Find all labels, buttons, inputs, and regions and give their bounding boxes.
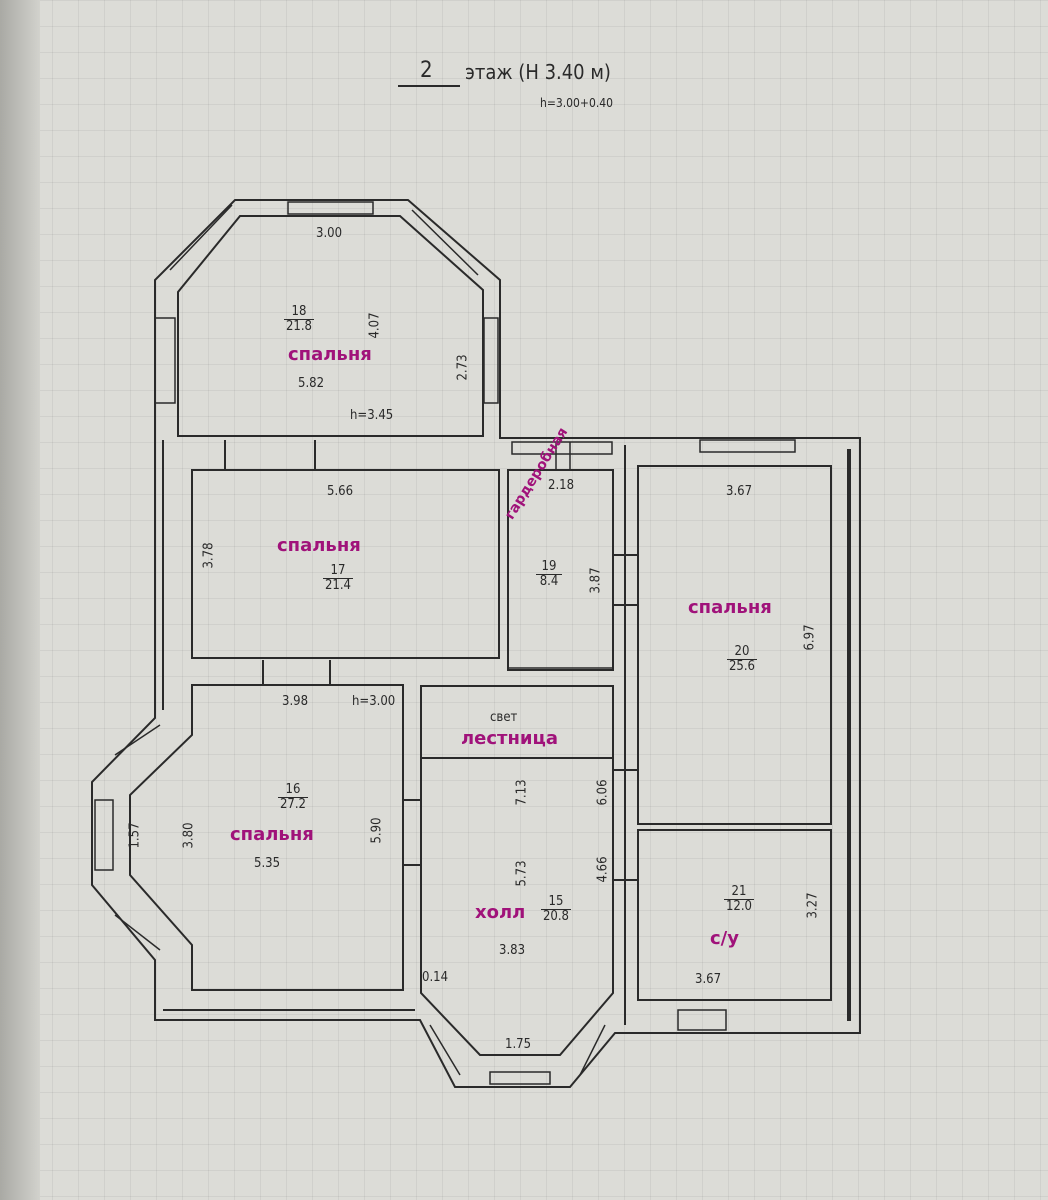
window bbox=[579, 1024, 606, 1076]
room-16-outline bbox=[129, 684, 404, 991]
dim: 6.06 bbox=[595, 779, 611, 806]
dim: 3.67 bbox=[726, 484, 753, 499]
window bbox=[511, 441, 613, 455]
stair-note: свет bbox=[490, 710, 518, 725]
dim: 4.07 bbox=[367, 312, 383, 339]
dim: 6.97 bbox=[802, 624, 818, 651]
height-note: h=3.00+0.40 bbox=[540, 96, 613, 110]
room-20-outline bbox=[637, 465, 832, 825]
dim: 5.82 bbox=[298, 376, 325, 391]
window bbox=[429, 1024, 461, 1076]
window bbox=[483, 317, 499, 404]
room-16-height: h=3.00 bbox=[352, 694, 396, 709]
dim: 5.90 bbox=[369, 817, 385, 844]
window bbox=[489, 1071, 551, 1085]
dim: 5.66 bbox=[327, 484, 354, 499]
dim: 3.78 bbox=[201, 542, 217, 569]
room-21-label: с/у bbox=[710, 928, 739, 949]
dim: 3.83 bbox=[499, 943, 526, 958]
dim: 2.73 bbox=[455, 354, 471, 381]
room-21-outline bbox=[637, 829, 832, 1001]
dim: 4.66 bbox=[595, 856, 611, 883]
room-20-label: спальня bbox=[688, 597, 772, 618]
dim: 3.67 bbox=[695, 972, 722, 987]
wall-line bbox=[847, 449, 851, 1021]
floor-title: этаж (Н 3.40 м) bbox=[465, 60, 611, 84]
room-15-outline bbox=[420, 757, 614, 1056]
window bbox=[699, 439, 796, 453]
room-19-outline bbox=[507, 469, 614, 671]
window bbox=[114, 724, 161, 756]
dim: 3.80 bbox=[181, 822, 197, 849]
room-17-label: спальня bbox=[277, 535, 361, 556]
dim: 1.75 bbox=[505, 1037, 532, 1052]
dim: 7.13 bbox=[514, 779, 530, 806]
dim: 5.35 bbox=[254, 856, 281, 871]
floor-number: 2 bbox=[420, 58, 433, 83]
page-edge-shadow bbox=[0, 0, 40, 1200]
dim: 3.98 bbox=[282, 694, 309, 709]
room-18-height: h=3.45 bbox=[350, 408, 394, 423]
stair-label: лестница bbox=[461, 728, 559, 749]
dim: 0.14 bbox=[422, 970, 449, 985]
dim: 3.00 bbox=[316, 226, 343, 241]
room-18-label: спальня bbox=[288, 344, 372, 365]
dim: 3.87 bbox=[588, 567, 604, 594]
outer-wall bbox=[91, 199, 861, 1088]
window bbox=[677, 1009, 727, 1031]
window bbox=[287, 201, 374, 215]
dim: 5.73 bbox=[514, 860, 530, 887]
window bbox=[154, 317, 176, 404]
room-16-label: спальня bbox=[230, 824, 314, 845]
dim: 3.27 bbox=[805, 892, 821, 919]
dim: 1.57 bbox=[127, 822, 143, 849]
window bbox=[411, 209, 479, 276]
window bbox=[169, 204, 233, 271]
dim: 2.18 bbox=[548, 478, 575, 493]
window bbox=[94, 799, 114, 871]
room-17-outline bbox=[191, 469, 500, 659]
inner-wall bbox=[177, 215, 484, 437]
window bbox=[114, 914, 161, 951]
room-15-label: холл bbox=[475, 902, 526, 923]
